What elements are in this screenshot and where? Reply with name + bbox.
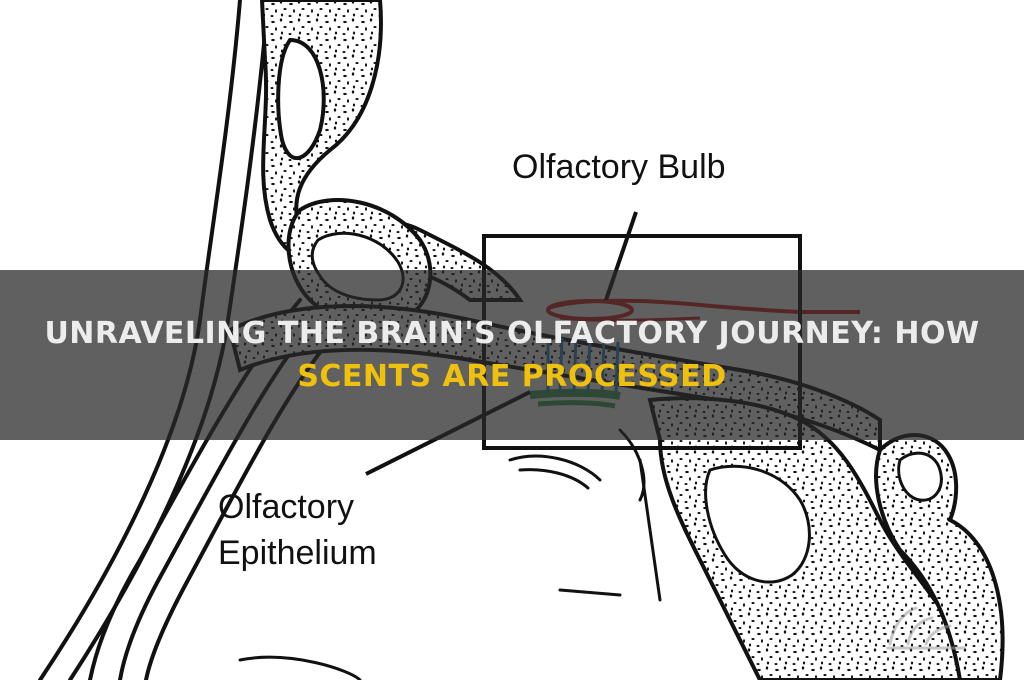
sphenoid-region	[874, 433, 1005, 680]
watermark-logo	[886, 606, 966, 650]
title-overlay: UNRAVELING THE BRAIN'S OLFACTORY JOURNEY…	[0, 270, 1024, 440]
frontal-sinus	[276, 37, 326, 161]
olfactory-epithelium-label-line2: Epithelium	[218, 534, 377, 572]
palate-hollow	[704, 464, 811, 584]
title-line-2: SCENTS ARE PROCESSED	[297, 359, 727, 394]
olfactory-bulb-label: Olfactory Bulb	[512, 148, 726, 186]
sphenoid-hollow	[897, 451, 943, 502]
turbinate-lines	[238, 428, 662, 680]
olfactory-epithelium-label-line1: Olfactory	[218, 488, 354, 526]
title-line-1: UNRAVELING THE BRAIN'S OLFACTORY JOURNEY…	[44, 315, 980, 351]
